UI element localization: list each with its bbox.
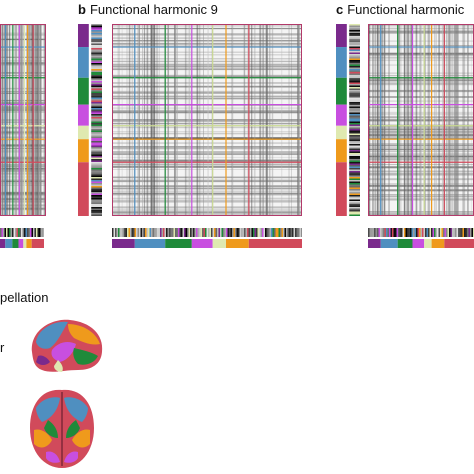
panel-c-letter: c bbox=[336, 2, 344, 17]
brain-lateral-view bbox=[31, 319, 103, 372]
colorbar-bottom-a bbox=[0, 228, 44, 248]
panel-c-text: Functional harmonic bbox=[347, 2, 465, 17]
brain-dorsal-view bbox=[30, 389, 94, 468]
matrix-panel-a bbox=[0, 24, 46, 216]
brain-parcellation-icon bbox=[12, 312, 112, 470]
matrix-panel-b bbox=[112, 24, 302, 216]
colorbar-bottom-c bbox=[368, 228, 474, 248]
colorbar-left-b bbox=[78, 24, 102, 216]
colorbar-left-c bbox=[336, 24, 360, 216]
side-glyph: r bbox=[0, 340, 5, 355]
panel-b-text: Functional harmonic 9 bbox=[89, 2, 218, 17]
panel-b-letter: b bbox=[78, 2, 86, 17]
matrix-panel-c bbox=[368, 24, 474, 216]
parcellation-label: pellation bbox=[0, 290, 49, 305]
colorbar-bottom-b bbox=[112, 228, 302, 248]
